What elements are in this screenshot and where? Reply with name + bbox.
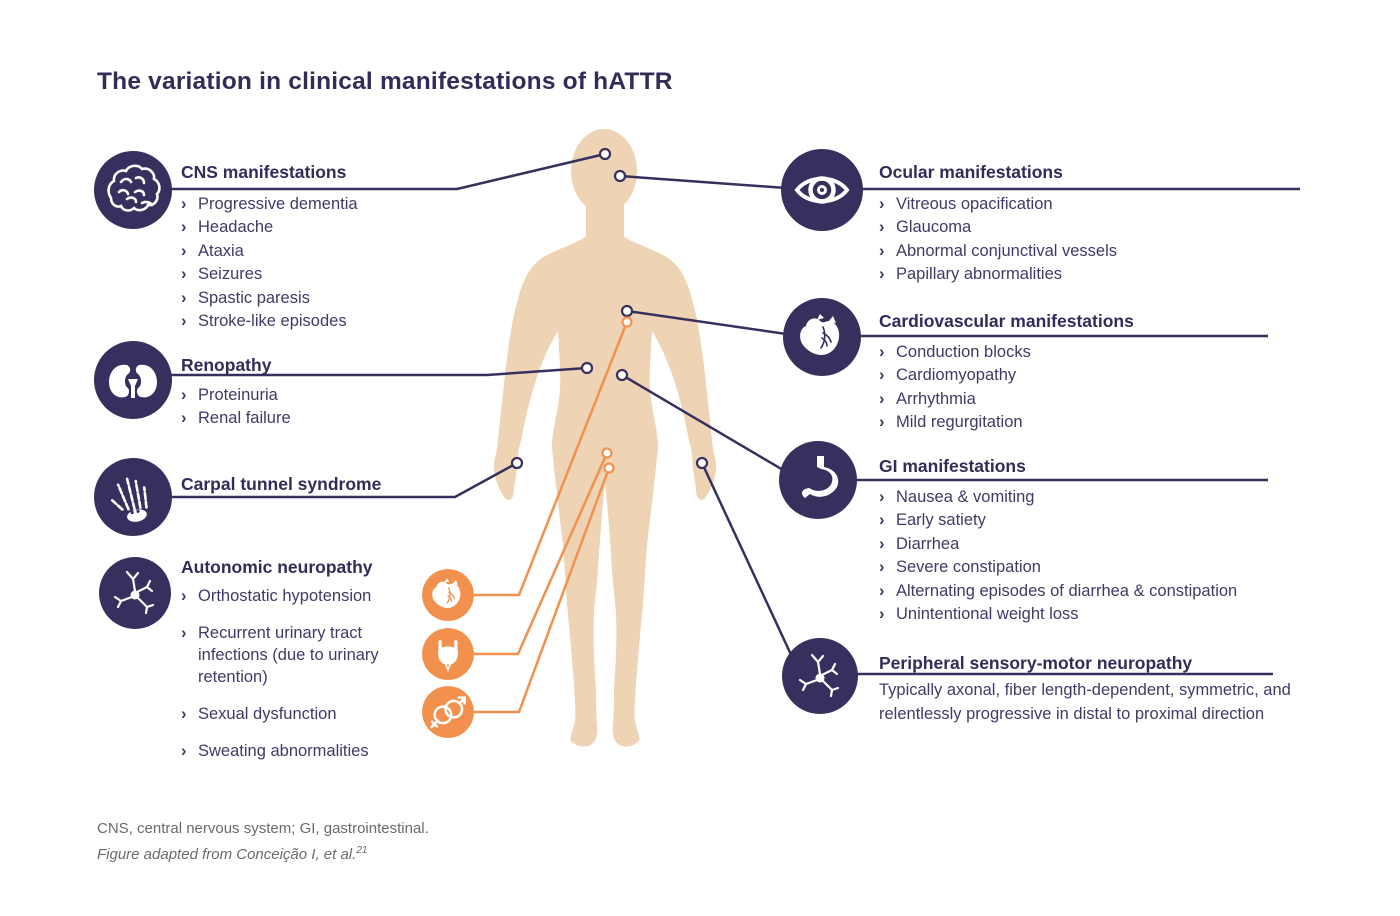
bullet-chevron: › <box>181 265 187 284</box>
list-item: ›Mild regurgitation <box>879 411 1209 434</box>
section-list-ocular: ›Vitreous opacification ›Glaucoma ›Abnor… <box>879 193 1209 287</box>
bullet-chevron: › <box>879 511 885 530</box>
list-item: ›Papillary abnormalities <box>879 263 1209 286</box>
bullet-chevron: › <box>879 366 885 385</box>
connector-dot-renopathy <box>580 361 594 375</box>
list-item: ›Cardiomyopathy <box>879 364 1209 387</box>
bladder-icon <box>422 628 474 680</box>
connector-dot-bladder <box>601 447 613 459</box>
bullet-chevron: › <box>181 705 187 723</box>
list-item: ›Seizures <box>181 263 411 286</box>
connector-line-cns <box>133 152 606 191</box>
section-list-cns: ›Progressive dementia ›Headache ›Ataxia … <box>181 193 411 333</box>
list-item: ›Ataxia <box>181 240 411 263</box>
page-title: The variation in clinical manifestations… <box>97 68 673 95</box>
list-item: ›Nausea & vomiting <box>879 486 1319 509</box>
list-item: ›Progressive dementia <box>181 193 411 216</box>
connector-dot-cns <box>598 147 612 161</box>
list-item: ›Diarrhea <box>879 533 1319 556</box>
section-heading-cns: CNS manifestations <box>181 162 347 182</box>
list-item: ›Sweating abnormalities <box>181 742 369 760</box>
list-item: ›Renal failure <box>181 407 401 430</box>
bullet-chevron: › <box>879 605 885 624</box>
bullet-chevron: › <box>879 488 885 506</box>
bullet-chevron: › <box>181 241 187 260</box>
bullet-chevron: › <box>879 558 885 577</box>
list-item: ›Unintentional weight loss <box>879 603 1319 626</box>
list-item: ›Conduction blocks <box>879 341 1209 364</box>
bullet-chevron: › <box>181 742 187 760</box>
section-list-gi: ›Nausea & vomiting ›Early satiety ›Diarr… <box>879 486 1319 626</box>
human-body-silhouette <box>493 129 717 747</box>
section-heading-ocular: Ocular manifestations <box>879 162 1063 182</box>
eye-icon <box>781 149 863 231</box>
section-heading-peripheral: Peripheral sensory-motor neuropathy <box>879 653 1193 673</box>
section-heading-cardiovascular: Cardiovascular manifestations <box>879 311 1134 331</box>
section-description-peripheral: Typically axonal, fiber length-dependent… <box>879 681 1291 723</box>
bullet-chevron: › <box>879 195 885 213</box>
heart-small-icon <box>422 569 474 621</box>
bullet-chevron: › <box>879 581 885 600</box>
bullet-chevron: › <box>879 389 885 408</box>
connector-dot-gender <box>603 462 615 474</box>
list-item: ›Headache <box>181 216 411 239</box>
section-heading-renopathy: Renopathy <box>181 355 272 375</box>
bullet-chevron: › <box>879 343 885 361</box>
bullet-chevron: › <box>879 218 885 237</box>
bullet-chevron: › <box>879 265 885 284</box>
nerve-icon <box>782 638 858 714</box>
gender-symbols-icon <box>422 686 474 738</box>
list-item: ›Proteinuria <box>181 384 401 407</box>
list-item: ›Severe constipation <box>879 556 1319 579</box>
section-list-autonomic: ›Orthostatic hypotension ›Recurrent urin… <box>181 585 386 777</box>
kidney-icon <box>94 341 172 419</box>
neuron-icon <box>99 557 171 629</box>
brain-icon <box>94 151 172 229</box>
connector-line-carpal <box>133 461 518 499</box>
connector-dot-cardiovascular <box>620 304 634 318</box>
connector-line-bladder <box>448 452 609 656</box>
section-heading-autonomic: Autonomic neuropathy <box>181 557 373 577</box>
connector-dot-carpal <box>510 456 524 470</box>
list-item: ›Abnormal conjunctival vessels <box>879 240 1209 263</box>
list-item: ›Vitreous opacification <box>879 193 1209 216</box>
list-item: ›Glaucoma <box>879 216 1209 239</box>
skeletal-hand-icon <box>94 458 172 536</box>
section-heading-carpal: Carpal tunnel syndrome <box>181 474 382 494</box>
connector-dot-gi <box>615 368 629 382</box>
section-list-renopathy: ›Proteinuria ›Renal failure <box>181 384 401 431</box>
connector-dot-ocular <box>613 169 627 183</box>
list-item: ›Alternating episodes of diarrhea & cons… <box>879 580 1319 603</box>
connector-dot-heart-small <box>621 316 633 328</box>
list-item: ›Sexual dysfunction <box>181 705 337 723</box>
bullet-chevron: › <box>181 624 187 642</box>
bullet-chevron: › <box>181 409 187 428</box>
section-heading-gi: GI manifestations <box>879 456 1026 476</box>
bullet-chevron: › <box>879 241 885 260</box>
list-item: ›Recurrent urinary tract infections (due… <box>181 624 379 686</box>
bullet-chevron: › <box>181 386 187 404</box>
list-item: ›Spastic paresis <box>181 287 411 310</box>
footer-credit: Figure adapted from Conceição I, et al.2… <box>97 845 368 863</box>
bullet-chevron: › <box>181 587 187 605</box>
bullet-chevron: › <box>181 288 187 307</box>
footer-reference-superscript: 21 <box>356 845 368 856</box>
bullet-chevron: › <box>181 218 187 237</box>
bullet-chevron: › <box>879 413 885 432</box>
list-item: ›Early satiety <box>879 509 1319 532</box>
footer-abbreviations: CNS, central nervous system; GI, gastroi… <box>97 820 429 837</box>
bullet-chevron: › <box>181 195 187 213</box>
connector-dot-peripheral <box>695 456 709 470</box>
bullet-chevron: › <box>181 312 187 331</box>
stomach-icon <box>779 441 857 519</box>
list-item: ›Stroke-like episodes <box>181 310 411 333</box>
list-item: ›Orthostatic hypotension <box>181 587 372 605</box>
connector-line-renopathy <box>133 366 588 377</box>
heart-icon <box>783 298 861 376</box>
section-list-cardiovascular: ›Conduction blocks ›Cardiomyopathy ›Arrh… <box>879 341 1209 435</box>
list-item: ›Arrhythmia <box>879 388 1209 411</box>
bullet-chevron: › <box>879 534 885 553</box>
